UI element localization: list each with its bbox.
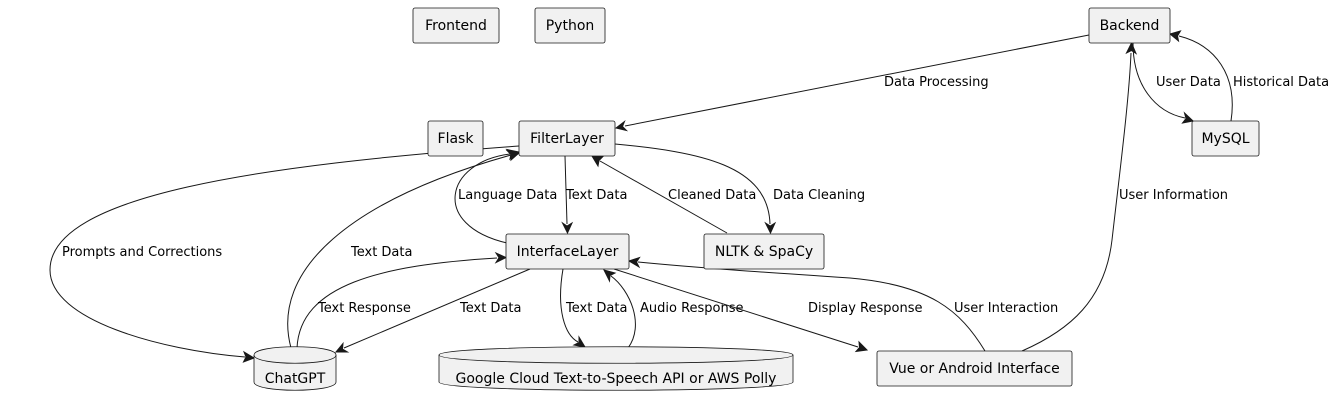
edge-text-data-chatgpt-filter	[287, 149, 521, 349]
node-chatgpt: ChatGPT	[253, 346, 337, 391]
edge-label-text-data-iface-chatgpt: Text Data	[459, 301, 521, 316]
node-label-filter-layer: FilterLayer	[530, 131, 604, 147]
node-label-backend: Backend	[1100, 18, 1160, 34]
node-label-interface-layer: InterfaceLayer	[517, 244, 619, 260]
edge-text-data-filter-iface	[561, 155, 574, 235]
edge-user-information	[1021, 41, 1138, 352]
edge-user-data	[1132, 42, 1195, 124]
edge-label-display-response: Display Response	[808, 301, 923, 316]
edge-label-text-response: Text Response	[317, 301, 411, 316]
node-flask: Flask	[427, 120, 484, 157]
node-label-frontend: Frontend	[425, 18, 487, 34]
node-label-python: Python	[546, 18, 595, 34]
edge-display-response	[613, 268, 869, 353]
edge-label-language-data: Language Data	[458, 188, 557, 203]
node-frontend: Frontend	[412, 7, 500, 44]
edge-label-text-data-iface-tts: Text Data	[565, 301, 627, 316]
edge-text-data-iface-tts	[560, 268, 586, 348]
edge-data-processing	[614, 34, 1090, 132]
node-label-tts: Google Cloud Text-to-Speech API or AWS P…	[456, 371, 777, 387]
node-interface-layer: InterfaceLayer	[505, 233, 630, 270]
edge-text-response	[296, 251, 508, 349]
node-label-nltk-spacy: NLTK & SpaCy	[715, 244, 813, 260]
edge-label-audio-response: Audio Response	[640, 301, 744, 316]
edge-label-text-data-filter-iface: Text Data	[565, 188, 627, 203]
edge-label-user-data: User Data	[1156, 75, 1221, 90]
edge-label-data-processing: Data Processing	[884, 75, 989, 90]
edge-audio-response	[603, 269, 636, 349]
edge-label-prompts-corrections: Prompts and Corrections	[62, 245, 222, 260]
edge-text-data-iface-chatgpt	[334, 268, 531, 353]
edge-data-cleaning	[614, 143, 777, 235]
edge-label-user-information: User Information	[1119, 188, 1228, 203]
node-mysql: MySQL	[1191, 120, 1260, 157]
edge-label-data-cleaning: Data Cleaning	[773, 188, 865, 203]
edge-label-text-data-chatgpt-filter: Text Data	[350, 245, 412, 260]
node-label-chatgpt: ChatGPT	[265, 371, 326, 387]
node-label-mysql: MySQL	[1201, 131, 1249, 147]
node-label-ui: Vue or Android Interface	[889, 361, 1060, 377]
edge-prompts-corrections	[49, 145, 520, 363]
node-python: Python	[534, 7, 606, 44]
node-ui: Vue or Android Interface	[876, 350, 1073, 387]
edge-label-historical-data: Historical Data	[1233, 75, 1329, 90]
edge-label-user-interaction: User Interaction	[954, 301, 1058, 316]
node-label-flask: Flask	[438, 131, 475, 147]
node-backend: Backend	[1088, 7, 1171, 44]
node-tts: Google Cloud Text-to-Speech API or AWS P…	[438, 346, 794, 391]
edge-user-interaction	[627, 256, 986, 352]
edge-label-cleaned-data: Cleaned Data	[668, 188, 756, 203]
node-filter-layer: FilterLayer	[518, 120, 616, 157]
edge-historical-data	[1168, 30, 1233, 122]
node-nltk-spacy: NLTK & SpaCy	[703, 233, 825, 270]
